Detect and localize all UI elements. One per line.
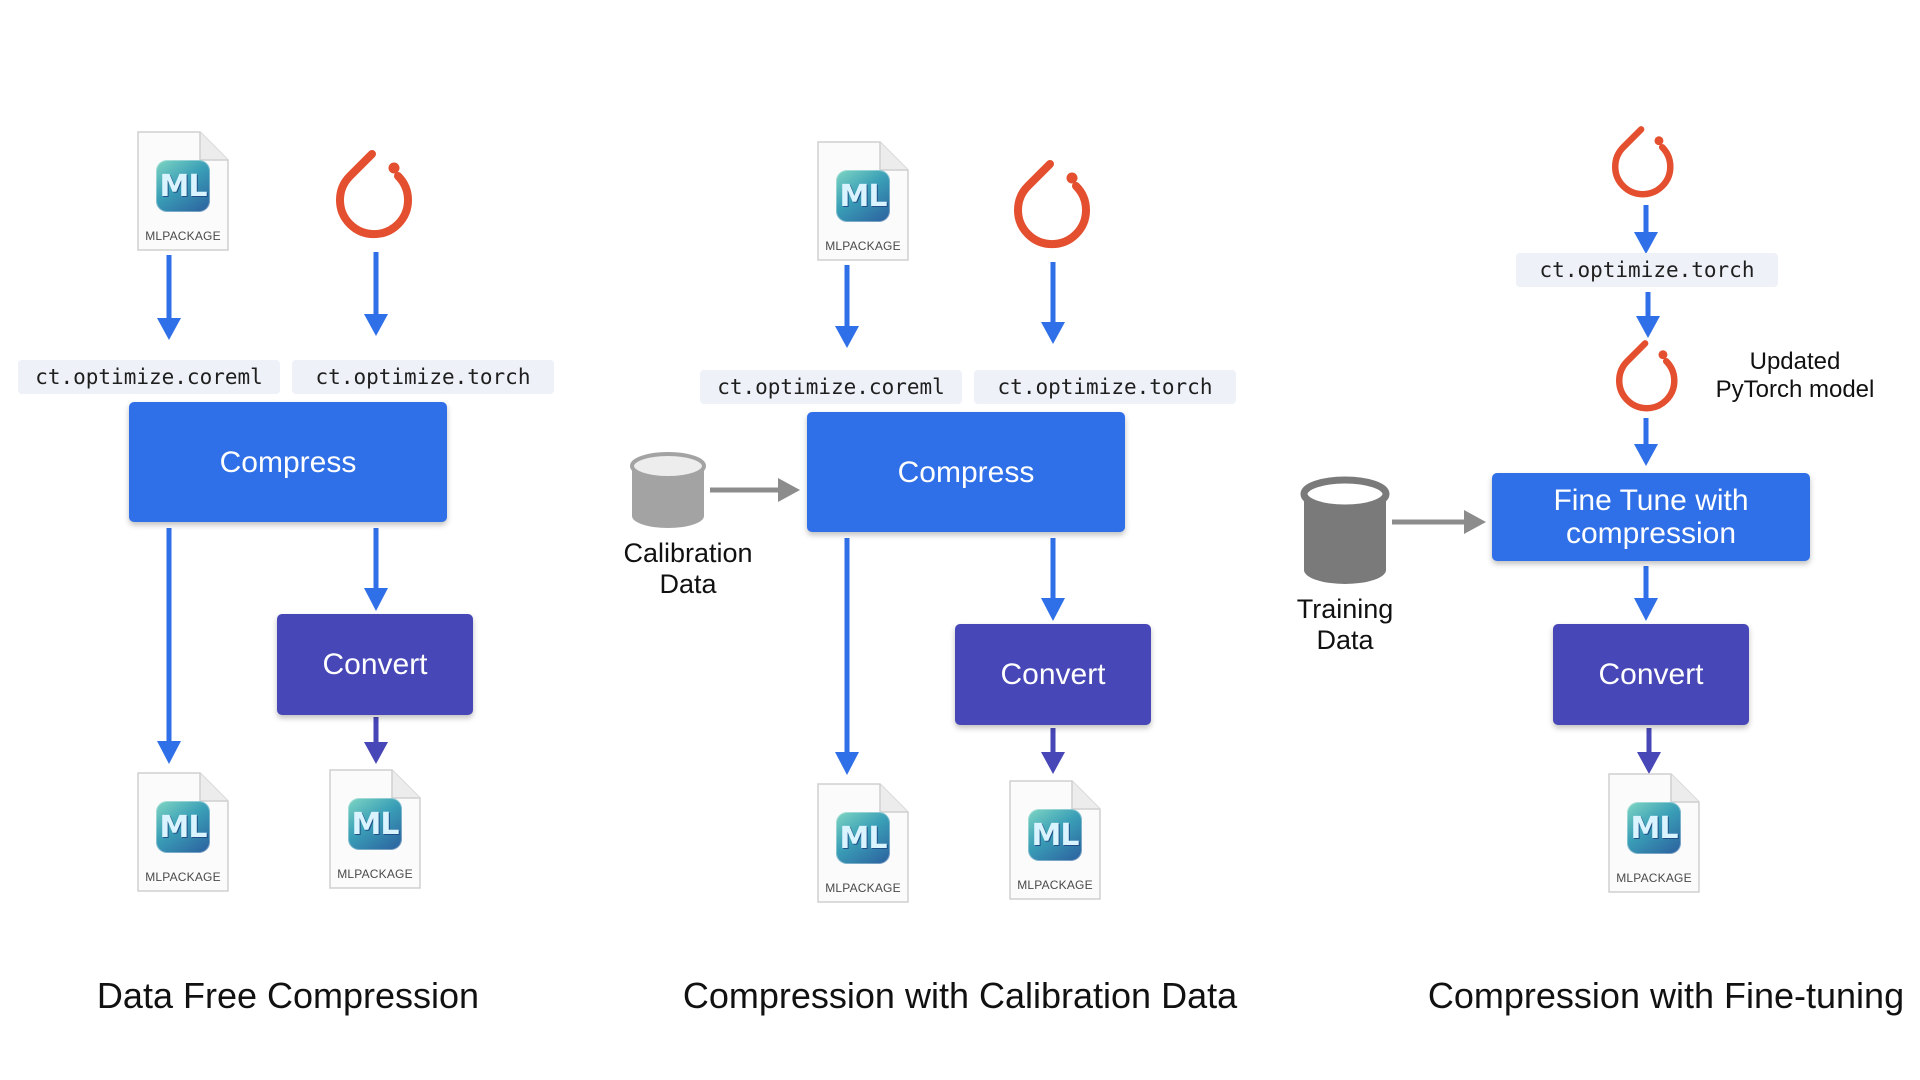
arrowhead [1634,444,1658,466]
pytorch-logo-icon [336,150,412,238]
file-label: MLPACKAGE [1017,878,1093,892]
ml-badge-icon: ML [1627,802,1681,854]
panel-data-free-compression: ML MLPACKAGE ct.optimize.coreml ct.optim… [0,0,620,1080]
arrowhead [364,742,388,764]
ml-badge-icon: ML [836,170,890,222]
arrowhead [835,752,859,775]
arrowhead [778,478,800,502]
file-label: MLPACKAGE [145,229,221,243]
arrowhead [835,326,859,348]
mlpackage-file-icon: ML MLPACKAGE [136,771,230,893]
pytorch-logo-icon [1014,160,1090,248]
pytorch-logo-icon [1612,126,1674,198]
ml-badge-icon: ML [156,801,210,853]
mlpackage-file-icon: ML MLPACKAGE [328,768,422,890]
compress-box: Compress [807,412,1125,532]
file-label: MLPACKAGE [145,870,221,884]
arrowhead [1464,510,1486,534]
file-label: MLPACKAGE [1616,871,1692,885]
training-data-label: Training Data [1296,594,1394,656]
ml-badge-icon: ML [836,812,890,864]
arrowhead [157,741,181,764]
arrowhead [1041,752,1065,774]
convert-box: Convert [277,614,473,715]
file-label: MLPACKAGE [337,867,413,881]
arrowhead [1637,752,1661,774]
panel-1-arrows [157,252,388,764]
panel-title: Data Free Compression [96,975,480,1016]
file-label: MLPACKAGE [825,239,901,253]
calibration-data-label: Calibration Data [623,538,753,600]
panel-fine-tuning-compression: ct.optimize.torch Updated PyTorch model … [1260,0,1920,1080]
arrowhead [1634,232,1658,254]
coreml-api-label: ct.optimize.coreml [18,360,280,394]
arrowhead [157,318,181,340]
file-label: MLPACKAGE [825,881,901,895]
arrowhead [1041,322,1065,344]
arrowhead [364,588,388,611]
convert-box: Convert [1553,624,1749,725]
mlpackage-file-icon: ML MLPACKAGE [1607,772,1701,894]
panel-title: Compression with Calibration Data [682,975,1238,1016]
convert-box: Convert [955,624,1151,725]
panel-calibration-compression: ML MLPACKAGE ct.optimize.coreml ct.optim… [620,0,1260,1080]
panel-2-arrows [630,262,1065,775]
arrowhead [364,314,388,336]
arrowhead [1634,598,1658,621]
ml-badge-icon: ML [348,798,402,850]
updated-pytorch-logo-icon [1616,340,1678,412]
mlpackage-file-icon: ML MLPACKAGE [816,782,910,904]
coreml-api-label: ct.optimize.coreml [700,370,962,404]
mlpackage-file-icon: ML MLPACKAGE [1008,779,1102,901]
ml-badge-icon: ML [1028,809,1082,861]
updated-model-label: Updated PyTorch model [1715,348,1875,403]
arrowhead [1636,316,1660,338]
database-cylinder-icon [630,452,706,528]
compress-box: Compress [129,402,447,522]
torch-api-label: ct.optimize.torch [292,360,554,394]
arrowhead [1041,598,1065,621]
mlpackage-file-icon: ML MLPACKAGE [136,130,230,252]
database-cylinder-icon [1300,476,1390,584]
torch-api-label: ct.optimize.torch [974,370,1236,404]
mlpackage-file-icon: ML MLPACKAGE [816,140,910,262]
ml-badge-icon: ML [156,160,210,212]
panel-title: Compression with Fine-tuning [1427,975,1905,1016]
torch-api-label: ct.optimize.torch [1516,253,1778,287]
panel-3-arrows [1300,205,1661,774]
